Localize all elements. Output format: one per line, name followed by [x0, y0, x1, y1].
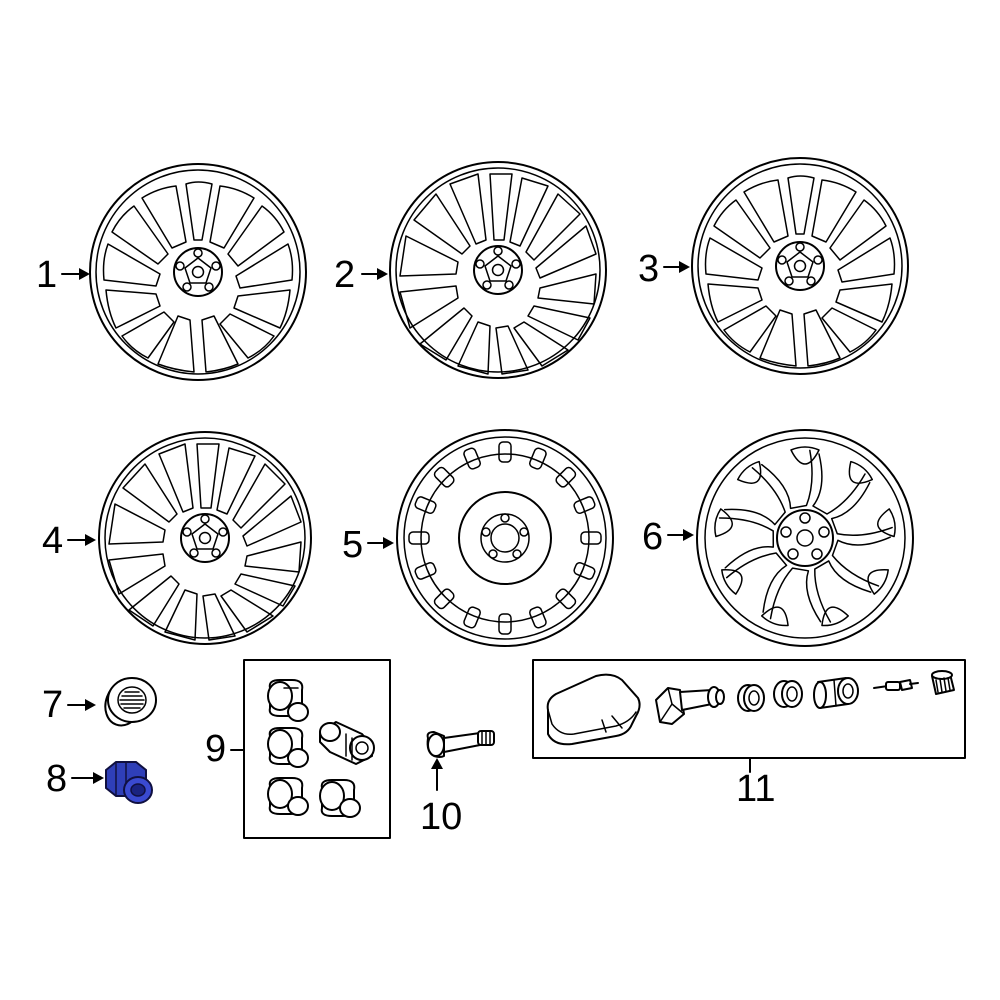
tpms-washer — [773, 680, 803, 708]
callout-8: 8 — [46, 758, 68, 800]
callout-6: 6 — [642, 516, 664, 558]
callout-2: 2 — [334, 254, 356, 296]
wheel-1 — [89, 163, 307, 381]
callout-10: 10 — [420, 796, 463, 838]
tpms-sensor — [546, 673, 641, 746]
lock-kit-box — [243, 659, 391, 839]
tpms-cap — [931, 670, 955, 695]
tpms-nut — [813, 677, 859, 709]
wheel-6 — [696, 429, 914, 647]
center-cap — [104, 677, 157, 727]
lock-nut-4 — [319, 779, 361, 818]
callout-11: 11 — [736, 768, 776, 810]
lock-nut-1 — [267, 679, 309, 722]
callout-3: 3 — [638, 248, 660, 290]
callout-9: 9 — [205, 728, 227, 770]
leader-arrows — [61, 261, 751, 791]
wheel-3 — [691, 157, 909, 375]
wheel-5-steel — [396, 429, 614, 647]
callout-7: 7 — [42, 684, 64, 726]
lock-nut-3 — [267, 777, 309, 816]
wheel-2 — [389, 161, 607, 379]
tpms-kit-box — [532, 659, 966, 759]
lug-nut-highlighted — [105, 761, 153, 804]
callout-1: 1 — [36, 254, 58, 296]
tpms-valve — [655, 686, 725, 725]
tpms-grommet — [737, 684, 765, 712]
tpms-valve-core — [873, 679, 919, 691]
valve-stem — [426, 730, 495, 758]
wheel-4 — [98, 431, 312, 645]
callout-5: 5 — [342, 524, 364, 566]
lock-nut-2 — [267, 727, 309, 768]
lock-key — [319, 721, 375, 765]
callout-4: 4 — [42, 520, 64, 562]
